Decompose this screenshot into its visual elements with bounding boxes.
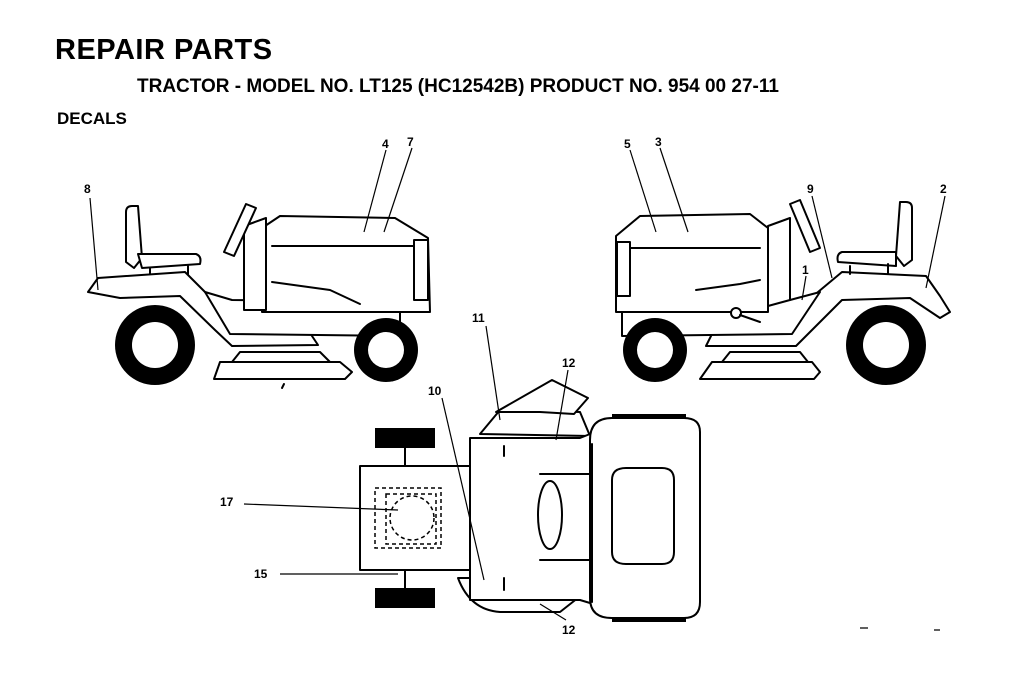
callout-4: 4 (382, 137, 389, 151)
callout-8: 8 (84, 182, 91, 196)
callout-9: 9 (807, 182, 814, 196)
callout-7: 7 (407, 135, 414, 149)
callout-10: 10 (428, 384, 442, 398)
scan-marks (860, 627, 940, 631)
callout-15: 15 (254, 567, 268, 581)
tractor-top-view (359, 379, 701, 622)
callout-3: 3 (655, 135, 662, 149)
leader-lines (89, 147, 946, 621)
tractor-left-side-view (87, 203, 431, 389)
model-subtitle: TRACTOR - MODEL NO. LT125 (HC12542B) PRO… (137, 76, 779, 97)
page-title: REPAIR PARTS (55, 34, 273, 66)
callout-5: 5 (624, 137, 631, 151)
tractor-right-side-view (615, 199, 951, 385)
section-heading: DECALS (57, 109, 127, 128)
callout-2: 2 (940, 182, 947, 196)
callout-12-top: 12 (562, 356, 576, 370)
callout-1: 1 (802, 263, 809, 277)
callout-11: 11 (472, 311, 485, 325)
callout-17: 17 (220, 495, 234, 509)
callout-12-bottom: 12 (562, 623, 576, 637)
